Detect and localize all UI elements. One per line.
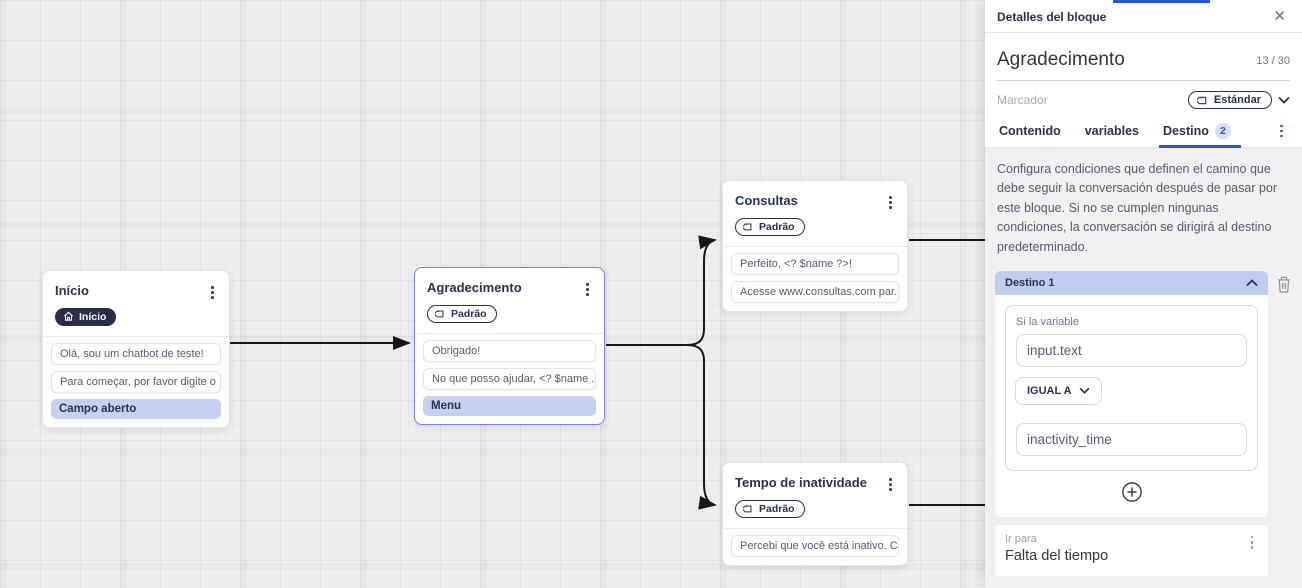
node-type-badge: Padrão xyxy=(735,499,805,518)
destination-title: Destino 1 xyxy=(1005,276,1055,289)
tab-contenido[interactable]: Contenido xyxy=(999,124,1061,138)
kebab-menu-icon[interactable] xyxy=(884,193,897,212)
divider xyxy=(723,246,907,248)
edge-agradecimento-consultas xyxy=(606,235,717,346)
message-bubble[interactable]: Perfeito, <? $name ?>! xyxy=(731,253,899,276)
chevron-down-icon[interactable] xyxy=(1278,96,1290,104)
marker-type-pill[interactable]: Estándar xyxy=(1187,91,1272,109)
node-title: Tempo de inatividade xyxy=(735,475,867,490)
message-bubble[interactable]: Obrigado! xyxy=(423,340,596,363)
chevron-down-icon xyxy=(1079,388,1090,395)
destination-card: Destino 1 Si la variable IGUAL A xyxy=(995,270,1269,576)
tabs-kebab-menu-icon[interactable] xyxy=(1275,122,1288,141)
tab-destino[interactable]: Destino 2 xyxy=(1159,115,1241,148)
open-field-option[interactable]: Menu xyxy=(423,396,596,417)
tag-icon xyxy=(743,505,752,513)
goto-label: Ir para xyxy=(1005,532,1037,545)
block-details-panel: Detalles del bloque ✕ Agradecimento 13 /… xyxy=(985,0,1302,588)
destino-count-badge: 2 xyxy=(1214,123,1231,139)
node-inicio[interactable]: Início Início Olá, sou um chatbot de tes… xyxy=(42,270,230,429)
node-title: Início xyxy=(55,283,89,298)
close-icon[interactable]: ✕ xyxy=(1273,8,1286,25)
edge-agradecimento-tempo xyxy=(686,344,717,510)
node-tempo-inatividade[interactable]: Tempo de inatividade Padrão Percebi que … xyxy=(722,462,908,567)
panel-top-accent xyxy=(1113,0,1210,3)
goto-value: Falta del tiempo xyxy=(1005,547,1109,564)
chevron-up-icon[interactable] xyxy=(1246,279,1258,287)
goto-kebab-menu-icon[interactable] xyxy=(1246,533,1259,552)
condition-value-input[interactable] xyxy=(1016,422,1248,456)
node-consultas[interactable]: Consultas Padrão Perfeito, <? $name ?>! … xyxy=(722,180,908,313)
message-bubble[interactable]: Acesse www.consultas.com par... xyxy=(731,281,899,304)
tag-icon xyxy=(435,310,444,318)
destination-card-header[interactable]: Destino 1 xyxy=(995,270,1269,295)
tag-icon xyxy=(1196,96,1207,105)
message-bubble[interactable]: Olá, sou um chatbot de teste! xyxy=(51,343,221,366)
kebab-menu-icon[interactable] xyxy=(581,280,594,299)
block-name-field[interactable]: Agradecimento xyxy=(997,49,1125,70)
condition-box: Si la variable IGUAL A xyxy=(1005,304,1259,471)
goto-row[interactable]: Ir para Falta del tiempo xyxy=(995,524,1269,576)
marker-label: Marcador xyxy=(997,93,1048,107)
destination-description: Configura condiciones que definen el cam… xyxy=(997,162,1278,254)
trash-icon[interactable] xyxy=(1276,276,1292,293)
add-condition-plus-icon[interactable] xyxy=(1121,481,1143,503)
tag-icon xyxy=(743,223,752,231)
node-type-badge: Padrão xyxy=(735,217,805,236)
node-agradecimento[interactable]: Agradecimento Padrão Obrigado! No que po… xyxy=(414,267,605,426)
message-bubble[interactable]: Para começar, por favor digite o ... xyxy=(51,371,221,394)
open-field-option[interactable]: Campo aberto xyxy=(51,399,221,420)
message-bubble[interactable]: Percebi que você está inativo. C... xyxy=(731,535,899,558)
tab-variables[interactable]: variables xyxy=(1084,124,1140,138)
node-title: Agradecimento xyxy=(427,280,522,295)
node-title: Consultas xyxy=(735,193,798,208)
operator-dropdown[interactable]: IGUAL A xyxy=(1015,376,1102,405)
divider xyxy=(43,336,229,338)
kebab-menu-icon[interactable] xyxy=(884,475,897,494)
kebab-menu-icon[interactable] xyxy=(206,283,219,302)
condition-variable-label: Si la variable xyxy=(1016,315,1079,328)
node-type-badge: Início xyxy=(55,307,117,326)
message-bubble[interactable]: No que posso ajudar, <? $name ... xyxy=(423,368,596,391)
panel-title: Detalles del bloque xyxy=(997,9,1107,24)
home-icon xyxy=(64,311,73,321)
divider xyxy=(723,528,907,530)
divider xyxy=(415,333,604,335)
node-type-badge: Padrão xyxy=(427,304,497,323)
condition-variable-input[interactable] xyxy=(1016,333,1248,367)
char-counter: 13 / 30 xyxy=(1256,55,1290,67)
